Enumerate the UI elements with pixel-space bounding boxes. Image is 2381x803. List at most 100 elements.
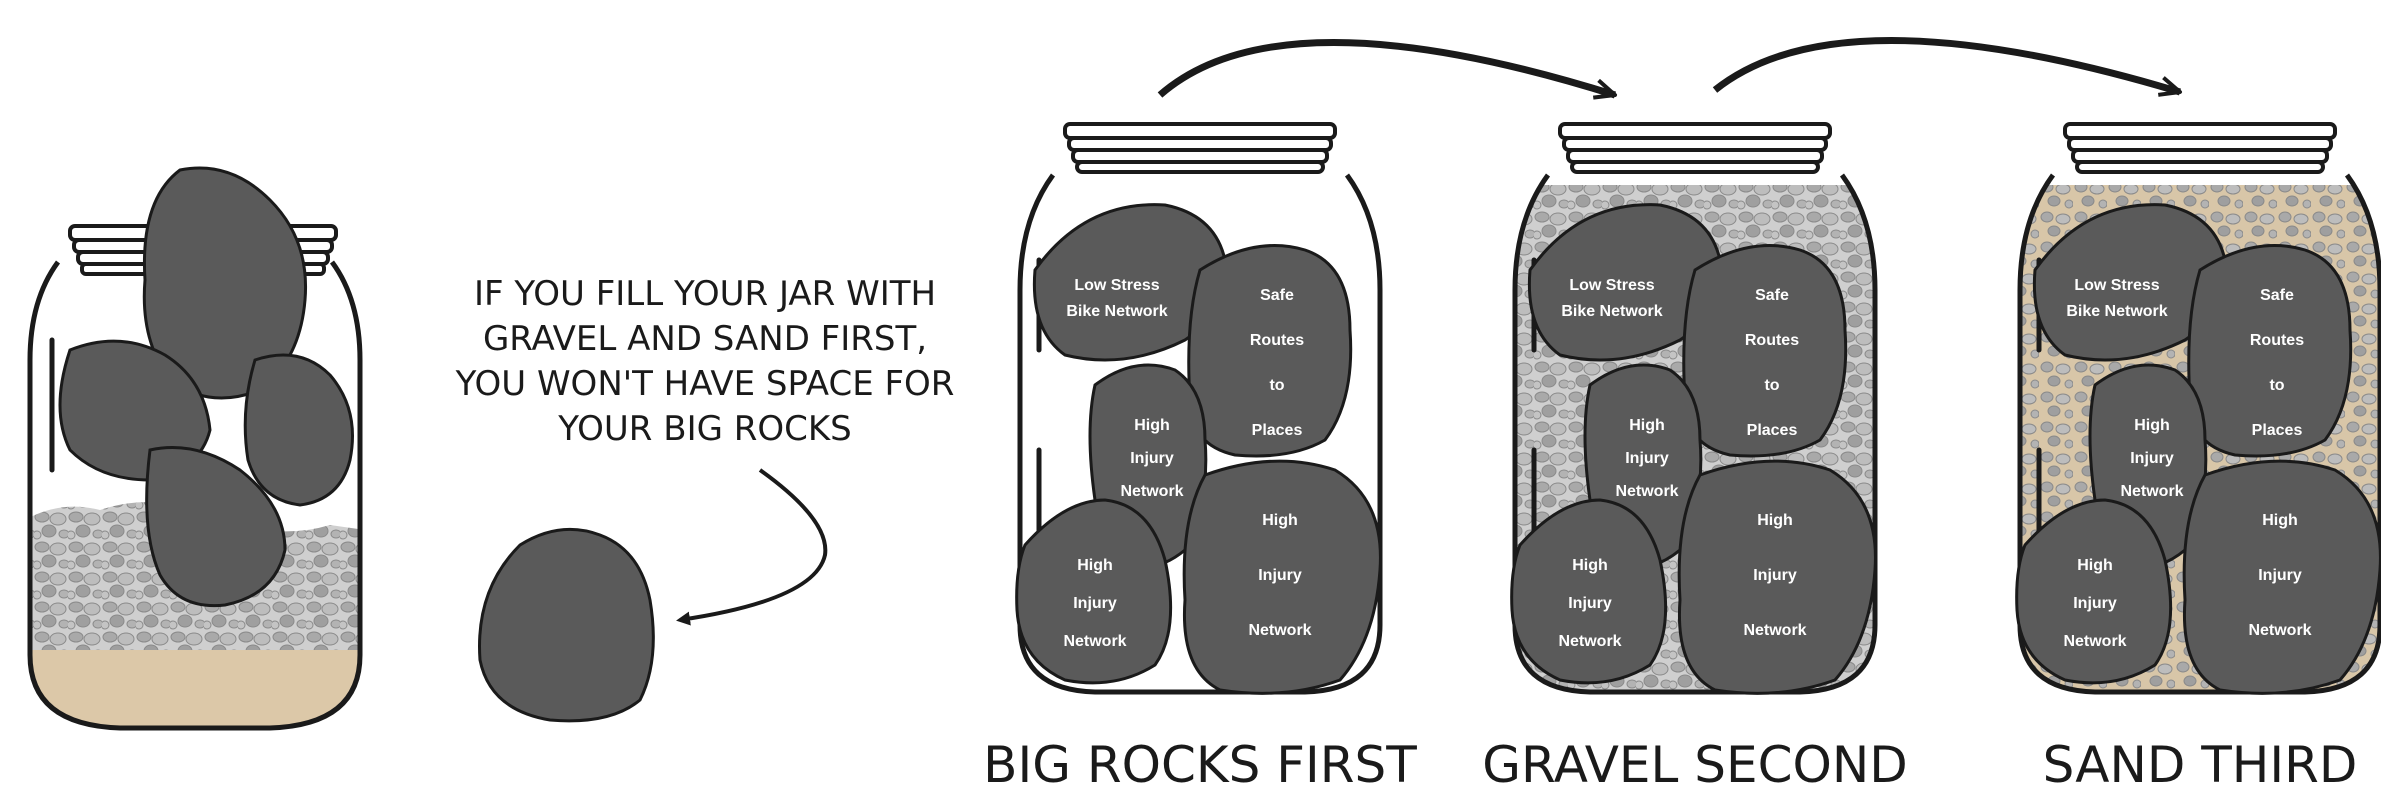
rock-label-line: Network: [1743, 622, 1806, 639]
big-rock: [243, 353, 354, 507]
overflow-jar: [27, 166, 363, 731]
caption-line: GRAVEL AND SAND FIRST,: [483, 319, 927, 359]
rock-label-line: Routes: [1250, 332, 1304, 349]
rock-label-line: Bike Network: [2066, 303, 2167, 320]
big-rock: [145, 446, 287, 608]
rock-label-line: Places: [2252, 422, 2303, 439]
jar-body: [27, 260, 363, 731]
rock-label-line: Low Stress: [1074, 277, 1159, 294]
rock-label-line: High: [1134, 417, 1170, 434]
rock-label-line: Network: [1120, 483, 1183, 500]
rock-label-line: High: [1077, 557, 1113, 574]
rock-label-line: Injury: [1568, 595, 1612, 612]
sand-layer: [30, 640, 360, 728]
rock-label-line: Safe: [2260, 287, 2294, 304]
rock-label-line: High: [2134, 417, 2170, 434]
rock-label-line: Network: [1063, 633, 1126, 650]
rock-shape: [2015, 498, 2173, 685]
stage-arrow-1: [1157, 39, 1617, 100]
leftover-rock: [478, 527, 655, 723]
rock-label-line: to: [1269, 377, 1284, 394]
rock-label-line: Injury: [1130, 450, 1174, 467]
jar-rim: [1063, 122, 1337, 174]
rock-label-line: Routes: [1745, 332, 1799, 349]
rock-label-line: High: [1629, 417, 1665, 434]
caption-line: IF YOU FILL YOUR JAR WITH: [474, 274, 936, 314]
curved-arrow: [676, 468, 828, 626]
rock-label-line: Network: [1615, 483, 1678, 500]
stage-arrow-2: [1712, 37, 2182, 97]
rock-label-line: High: [2077, 557, 2113, 574]
rock-label-line: Places: [1252, 422, 1303, 439]
stage-caption: SAND THIRD: [2043, 736, 2358, 794]
jar-body: [2017, 173, 2381, 695]
rock-label-line: High: [1262, 512, 1298, 529]
rock-label-line: Bike Network: [1561, 303, 1662, 320]
stage-caption: GRAVEL SECOND: [1482, 736, 1908, 794]
rock-shape: [1510, 498, 1668, 685]
rock-shape: [1182, 459, 1382, 695]
jar-body: [1512, 173, 1878, 695]
rock-label-line: Safe: [1260, 287, 1294, 304]
rock-label-line: Injury: [1753, 567, 1797, 584]
rock-label-line: Injury: [1073, 595, 1117, 612]
rock-label-line: to: [2269, 377, 2284, 394]
jar-rim: [2063, 122, 2337, 174]
jar-body: [1017, 173, 1383, 695]
caption-line: YOUR BIG ROCKS: [557, 409, 852, 449]
rock-label-line: Network: [1558, 633, 1621, 650]
rock-label-line: Places: [1747, 422, 1798, 439]
jar-rim: [1558, 122, 1832, 174]
caption-line: YOU WON'T HAVE SPACE FOR: [455, 364, 955, 404]
rock-label-line: Routes: [2250, 332, 2304, 349]
stage-caption: BIG ROCKS FIRST: [983, 736, 1417, 794]
rock-label-line: Network: [2120, 483, 2183, 500]
rock-label-line: Injury: [2130, 450, 2174, 467]
rock-label-line: High: [1572, 557, 1608, 574]
rock-label-line: to: [1764, 377, 1779, 394]
rock-label-line: Network: [2063, 633, 2126, 650]
rock-label-line: Injury: [2073, 595, 2117, 612]
rock-shape: [1015, 498, 1173, 685]
rock-label-line: Injury: [1258, 567, 1302, 584]
rock-label-line: Injury: [1625, 450, 1669, 467]
rock-label-line: High: [2262, 512, 2298, 529]
rock-label-line: Injury: [2258, 567, 2302, 584]
rock-label-line: Bike Network: [1066, 303, 1167, 320]
rock-shape: [1677, 459, 1877, 695]
rock-label-line: Network: [1248, 622, 1311, 639]
rock-label-line: Safe: [1755, 287, 1789, 304]
rock-label-line: Network: [2248, 622, 2311, 639]
warning-caption: IF YOU FILL YOUR JAR WITH GRAVEL AND SAN…: [455, 274, 955, 449]
rock-label-line: High: [1757, 512, 1793, 529]
